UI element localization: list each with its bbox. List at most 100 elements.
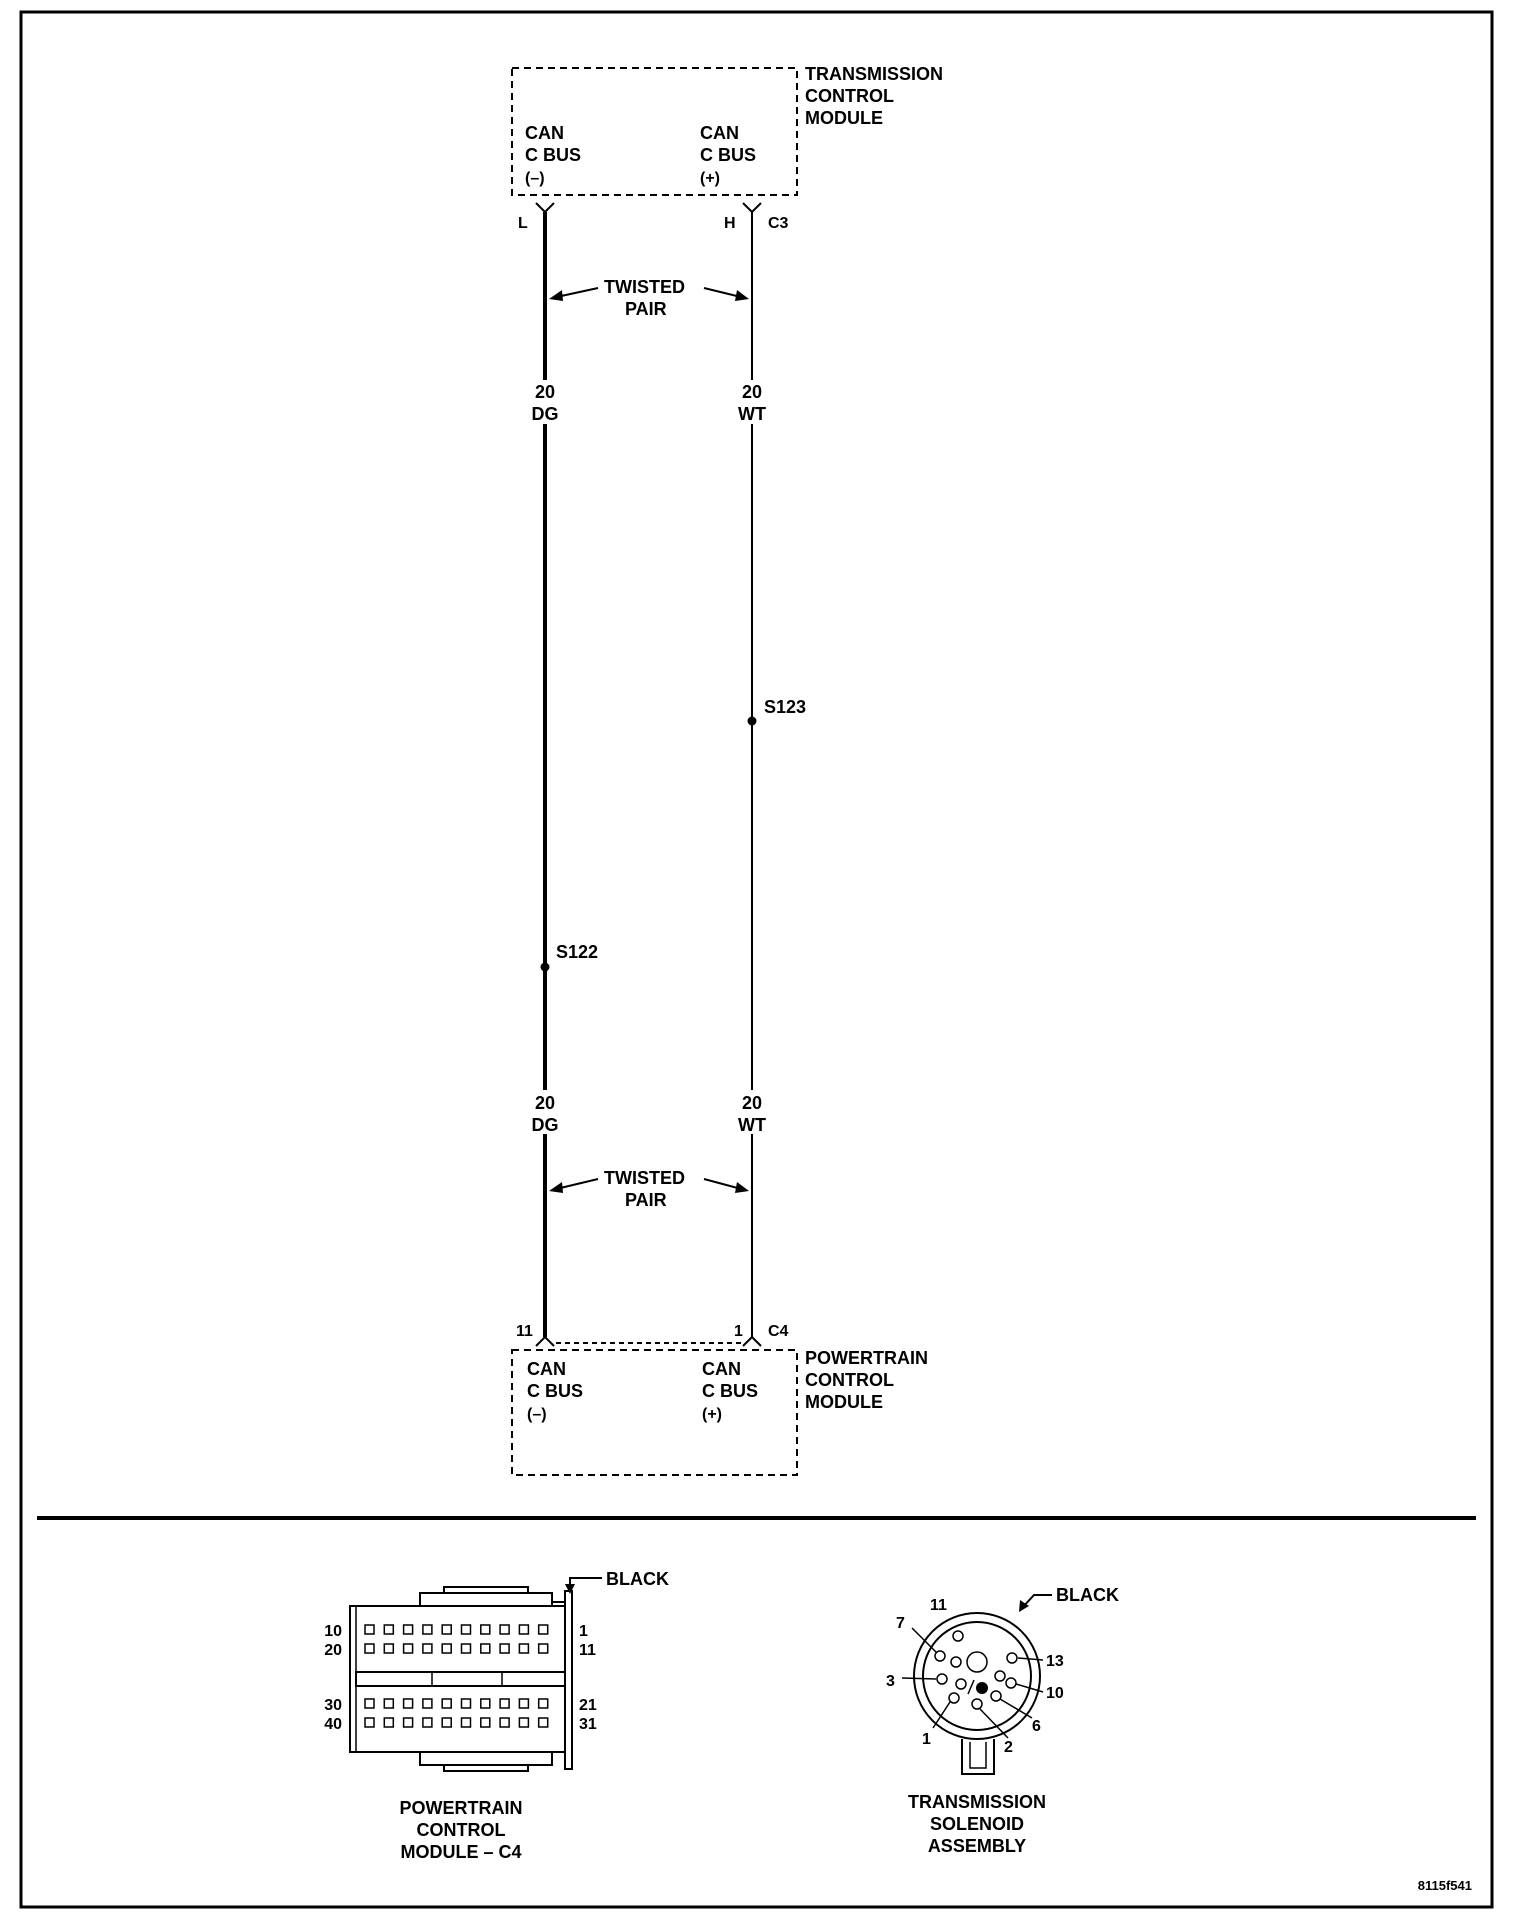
solenoid-pin-key xyxy=(976,1682,988,1694)
c4-cavity xyxy=(518,1624,530,1635)
solenoid-pin-13 xyxy=(1006,1652,1018,1664)
c4-body xyxy=(349,1605,566,1753)
c4-cavity xyxy=(480,1698,491,1709)
c4-pin-label-11: 11 xyxy=(579,1642,596,1659)
c4-cavity xyxy=(364,1624,375,1635)
c4-cavity xyxy=(402,1698,414,1709)
c4-cavity xyxy=(518,1717,530,1728)
tcm-pin-left-symbol xyxy=(535,202,555,214)
c4-cavity xyxy=(499,1643,510,1654)
c4-cavity xyxy=(383,1698,395,1709)
c4-cavity xyxy=(441,1717,452,1728)
tcm-right-label-2: C BUS xyxy=(700,145,756,165)
tcm-box xyxy=(511,67,798,196)
wire-left-color-top: DG xyxy=(532,404,559,424)
c4-cavity xyxy=(422,1717,433,1728)
c4-pin-label-21: 21 xyxy=(579,1697,597,1714)
c4-latch-top xyxy=(419,1592,553,1607)
tcm-title-line2: CONTROL xyxy=(805,86,894,106)
leader-2 xyxy=(979,1708,1009,1739)
wire-right-color-top: WT xyxy=(738,404,766,424)
figure-id: 8115f541 xyxy=(1418,1878,1472,1893)
leader-1 xyxy=(932,1701,951,1729)
pcm-pin-left-symbol xyxy=(535,1335,555,1347)
c4-cavities xyxy=(364,1624,549,1728)
twisted-pair-top-line2: PAIR xyxy=(625,299,667,319)
c4-cavity xyxy=(480,1643,491,1654)
c4-cavity xyxy=(499,1717,510,1728)
c4-cavity xyxy=(499,1624,510,1635)
c4-pin-label-20: 20 xyxy=(324,1642,342,1659)
c4-cavity xyxy=(480,1717,491,1728)
c4-cavity xyxy=(518,1643,530,1654)
solenoid-key-mark xyxy=(967,1679,975,1695)
c4-caption-line2: CONTROL xyxy=(417,1820,506,1840)
arrowhead-top-left xyxy=(549,290,563,301)
solenoid-pin-label-13: 13 xyxy=(1046,1653,1064,1670)
solenoid-outer-ring xyxy=(913,1612,1041,1740)
pcm-left-label-1: CAN xyxy=(527,1359,566,1379)
c4-caption-line3: MODULE – C4 xyxy=(400,1842,521,1862)
c4-right-tab xyxy=(564,1590,573,1770)
c4-cavity xyxy=(422,1643,433,1654)
wire-right-gauge-bottom: 20 xyxy=(742,1093,762,1113)
pcm-left-label-3: (–) xyxy=(527,1406,547,1423)
tcm-title-line3: MODULE xyxy=(805,108,883,128)
solenoid-color-leader xyxy=(1021,1594,1052,1609)
arrowhead-top-right xyxy=(735,290,749,301)
solenoid-pin-label-7: 7 xyxy=(896,1615,905,1632)
c4-cavity xyxy=(460,1624,472,1635)
solenoid-pin-1 xyxy=(948,1692,960,1704)
splice-s122-dot xyxy=(540,962,550,972)
c4-pin-label-10: 10 xyxy=(324,1623,342,1640)
solenoid-color-arrowhead xyxy=(1019,1600,1029,1612)
solenoid-pin-label-1: 1 xyxy=(922,1731,931,1748)
label-bg-right-top xyxy=(737,380,769,424)
pcm-title-line2: CONTROL xyxy=(805,1370,894,1390)
tcm-connector-id: C3 xyxy=(768,215,789,232)
c4-cavity xyxy=(480,1624,491,1635)
solenoid-pin-6 xyxy=(990,1690,1002,1702)
c4-cavity xyxy=(441,1698,452,1709)
leader-13 xyxy=(1017,1657,1044,1661)
tcm-right-label-1: CAN xyxy=(700,123,739,143)
c4-cavity xyxy=(422,1698,433,1709)
wire-right-gauge-top: 20 xyxy=(742,382,762,402)
tcm-left-label-3: (–) xyxy=(525,170,545,187)
c4-pin-label-31: 31 xyxy=(579,1716,597,1733)
solenoid-pin-10b xyxy=(994,1670,1006,1682)
c4-latch-bottom-inner xyxy=(443,1764,529,1772)
c4-cavity xyxy=(537,1643,549,1654)
twisted-pair-top-line1: TWISTED xyxy=(604,277,685,297)
pcm-pin-left: 11 xyxy=(516,1323,533,1340)
c4-cavity xyxy=(441,1624,452,1635)
tcm-module: TRANSMISSION CONTROL MODULE CAN C BUS (–… xyxy=(511,64,943,232)
solenoid-tab-inner xyxy=(969,1742,987,1769)
tcm-left-label-2: C BUS xyxy=(525,145,581,165)
pcm-box xyxy=(511,1349,798,1476)
pcm-right-label-3: (+) xyxy=(702,1406,722,1423)
solenoid-caption-line3: ASSEMBLY xyxy=(928,1836,1026,1856)
c4-pin-label-1: 1 xyxy=(579,1623,588,1640)
solenoid-pin-3 xyxy=(936,1673,948,1685)
c4-cavity xyxy=(499,1698,510,1709)
tcm-right-label-3: (+) xyxy=(700,170,720,187)
pcm-right-label-1: CAN xyxy=(702,1359,741,1379)
c4-cavity xyxy=(402,1624,414,1635)
c4-cavity xyxy=(402,1643,414,1654)
c4-cavity xyxy=(441,1643,452,1654)
solenoid-tab xyxy=(961,1739,995,1775)
wire-left-color-bottom: DG xyxy=(532,1115,559,1135)
solenoid-pin-label-10: 10 xyxy=(1046,1685,1064,1702)
leader-3 xyxy=(901,1677,937,1680)
solenoid-inner-ring xyxy=(922,1621,1032,1731)
c4-cavity xyxy=(364,1698,375,1709)
c4-cavity xyxy=(537,1624,549,1635)
solenoid-pin-label-3: 3 xyxy=(886,1673,895,1690)
c4-cavity xyxy=(518,1698,530,1709)
arrowhead-bottom-left xyxy=(549,1182,563,1193)
wire-left-gauge-bottom: 20 xyxy=(535,1093,555,1113)
solenoid-pin-2 xyxy=(971,1698,983,1710)
c4-caption-line1: POWERTRAIN xyxy=(400,1798,523,1818)
